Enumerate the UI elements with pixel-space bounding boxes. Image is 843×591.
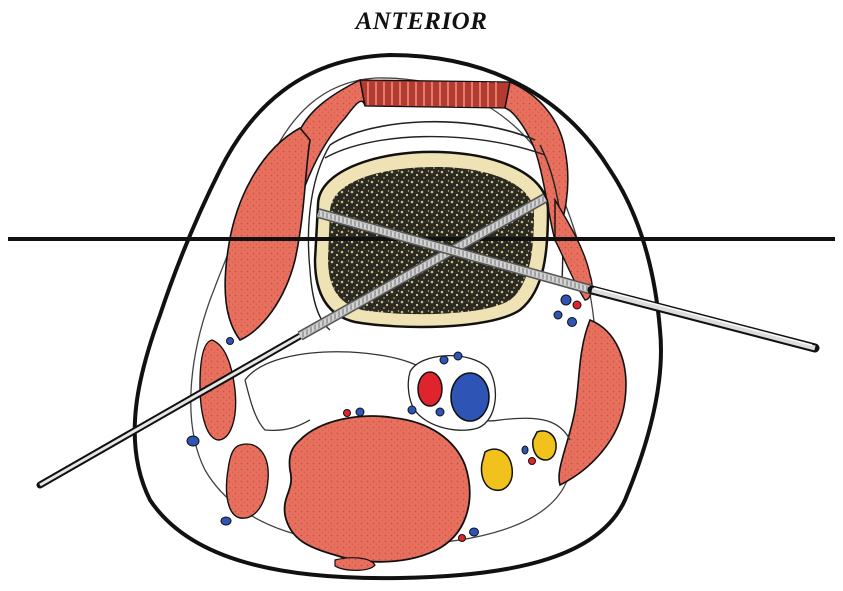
left-vein-b [187, 436, 199, 446]
small-vein-d [408, 406, 416, 414]
posterior-muscle-mass [285, 416, 470, 562]
anterior-artery-a [573, 301, 581, 309]
small-vein-f [522, 446, 528, 454]
anterior-vein-b [554, 311, 562, 319]
anterior-label: ANTERIOR [0, 8, 843, 36]
anterior-vein-c [568, 318, 577, 327]
bottom-vein [470, 528, 479, 536]
anterior-tendon [360, 80, 510, 108]
small-artery-f [529, 458, 536, 465]
posterior-tibial-artery [418, 372, 442, 406]
left-vein-a [227, 338, 234, 345]
sural-nerve-small [533, 431, 556, 460]
small-vein-b [454, 352, 462, 360]
small-vein-e [356, 408, 364, 416]
left-vein-c [221, 517, 231, 525]
posterior-tibial-vein [451, 373, 489, 421]
small-vein-c [436, 408, 444, 416]
small-vein-a [440, 356, 448, 364]
bottom-artery [459, 535, 466, 542]
small-artery-e [344, 410, 351, 417]
sural-nerve-large [482, 449, 513, 490]
anterior-vein-a [561, 295, 571, 305]
